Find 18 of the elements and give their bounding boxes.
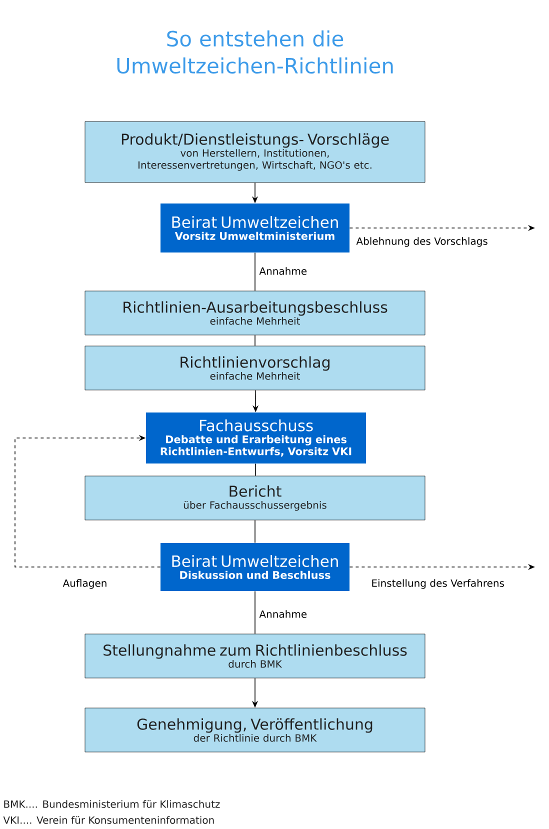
footnote: BMK.... Bundesministerium für Klimaschutz <box>4 800 220 808</box>
process-box: Stellungnahme zum Richtlinienbeschluss durch BMK <box>84 634 426 678</box>
edge-label: Auflagen <box>62 578 108 590</box>
edge-label: Annahme <box>258 266 308 276</box>
edge-label: Ablehnung des Vorschlags <box>355 236 489 248</box>
footnote: VKI.... Verein für Konsumenteninformation <box>3 816 214 824</box>
board-box: Beirat Umweltzeichen Diskussion und Beschluss <box>160 543 350 591</box>
board-box: Beirat Umweltzeichen Vorsitz Umweltministerium <box>160 204 350 252</box>
process-box: Genehmigung, Veröffentlichung der Richtlinie durch BMK <box>84 708 426 752</box>
process-box: Richtlinienvorschlag einfache Mehrheit <box>84 346 426 390</box>
process-box: Richtlinien-Ausarbeitungsbeschluss einfache Mehrheit <box>84 290 426 336</box>
edge-label: Einstellung des Verfahrens <box>370 578 506 590</box>
process-box: Produkt/Dienstleistungs- Vorschläge von Herstellern, Institutionen, Interessenvertretungen, Wirtschaft, NGO's etc. <box>84 121 426 183</box>
board-box: Fachausschuss Debatte und Erarbeitung eines Richtlinien-Entwurfs, Vorsitz VKI <box>146 412 366 464</box>
edge-label: Annahme <box>258 609 308 619</box>
process-box: Bericht über Fachausschussergebnis <box>84 476 426 520</box>
title: So entstehen die Umweltzeichen-Richtlinien <box>117 30 393 74</box>
arrow <box>14 434 161 568</box>
